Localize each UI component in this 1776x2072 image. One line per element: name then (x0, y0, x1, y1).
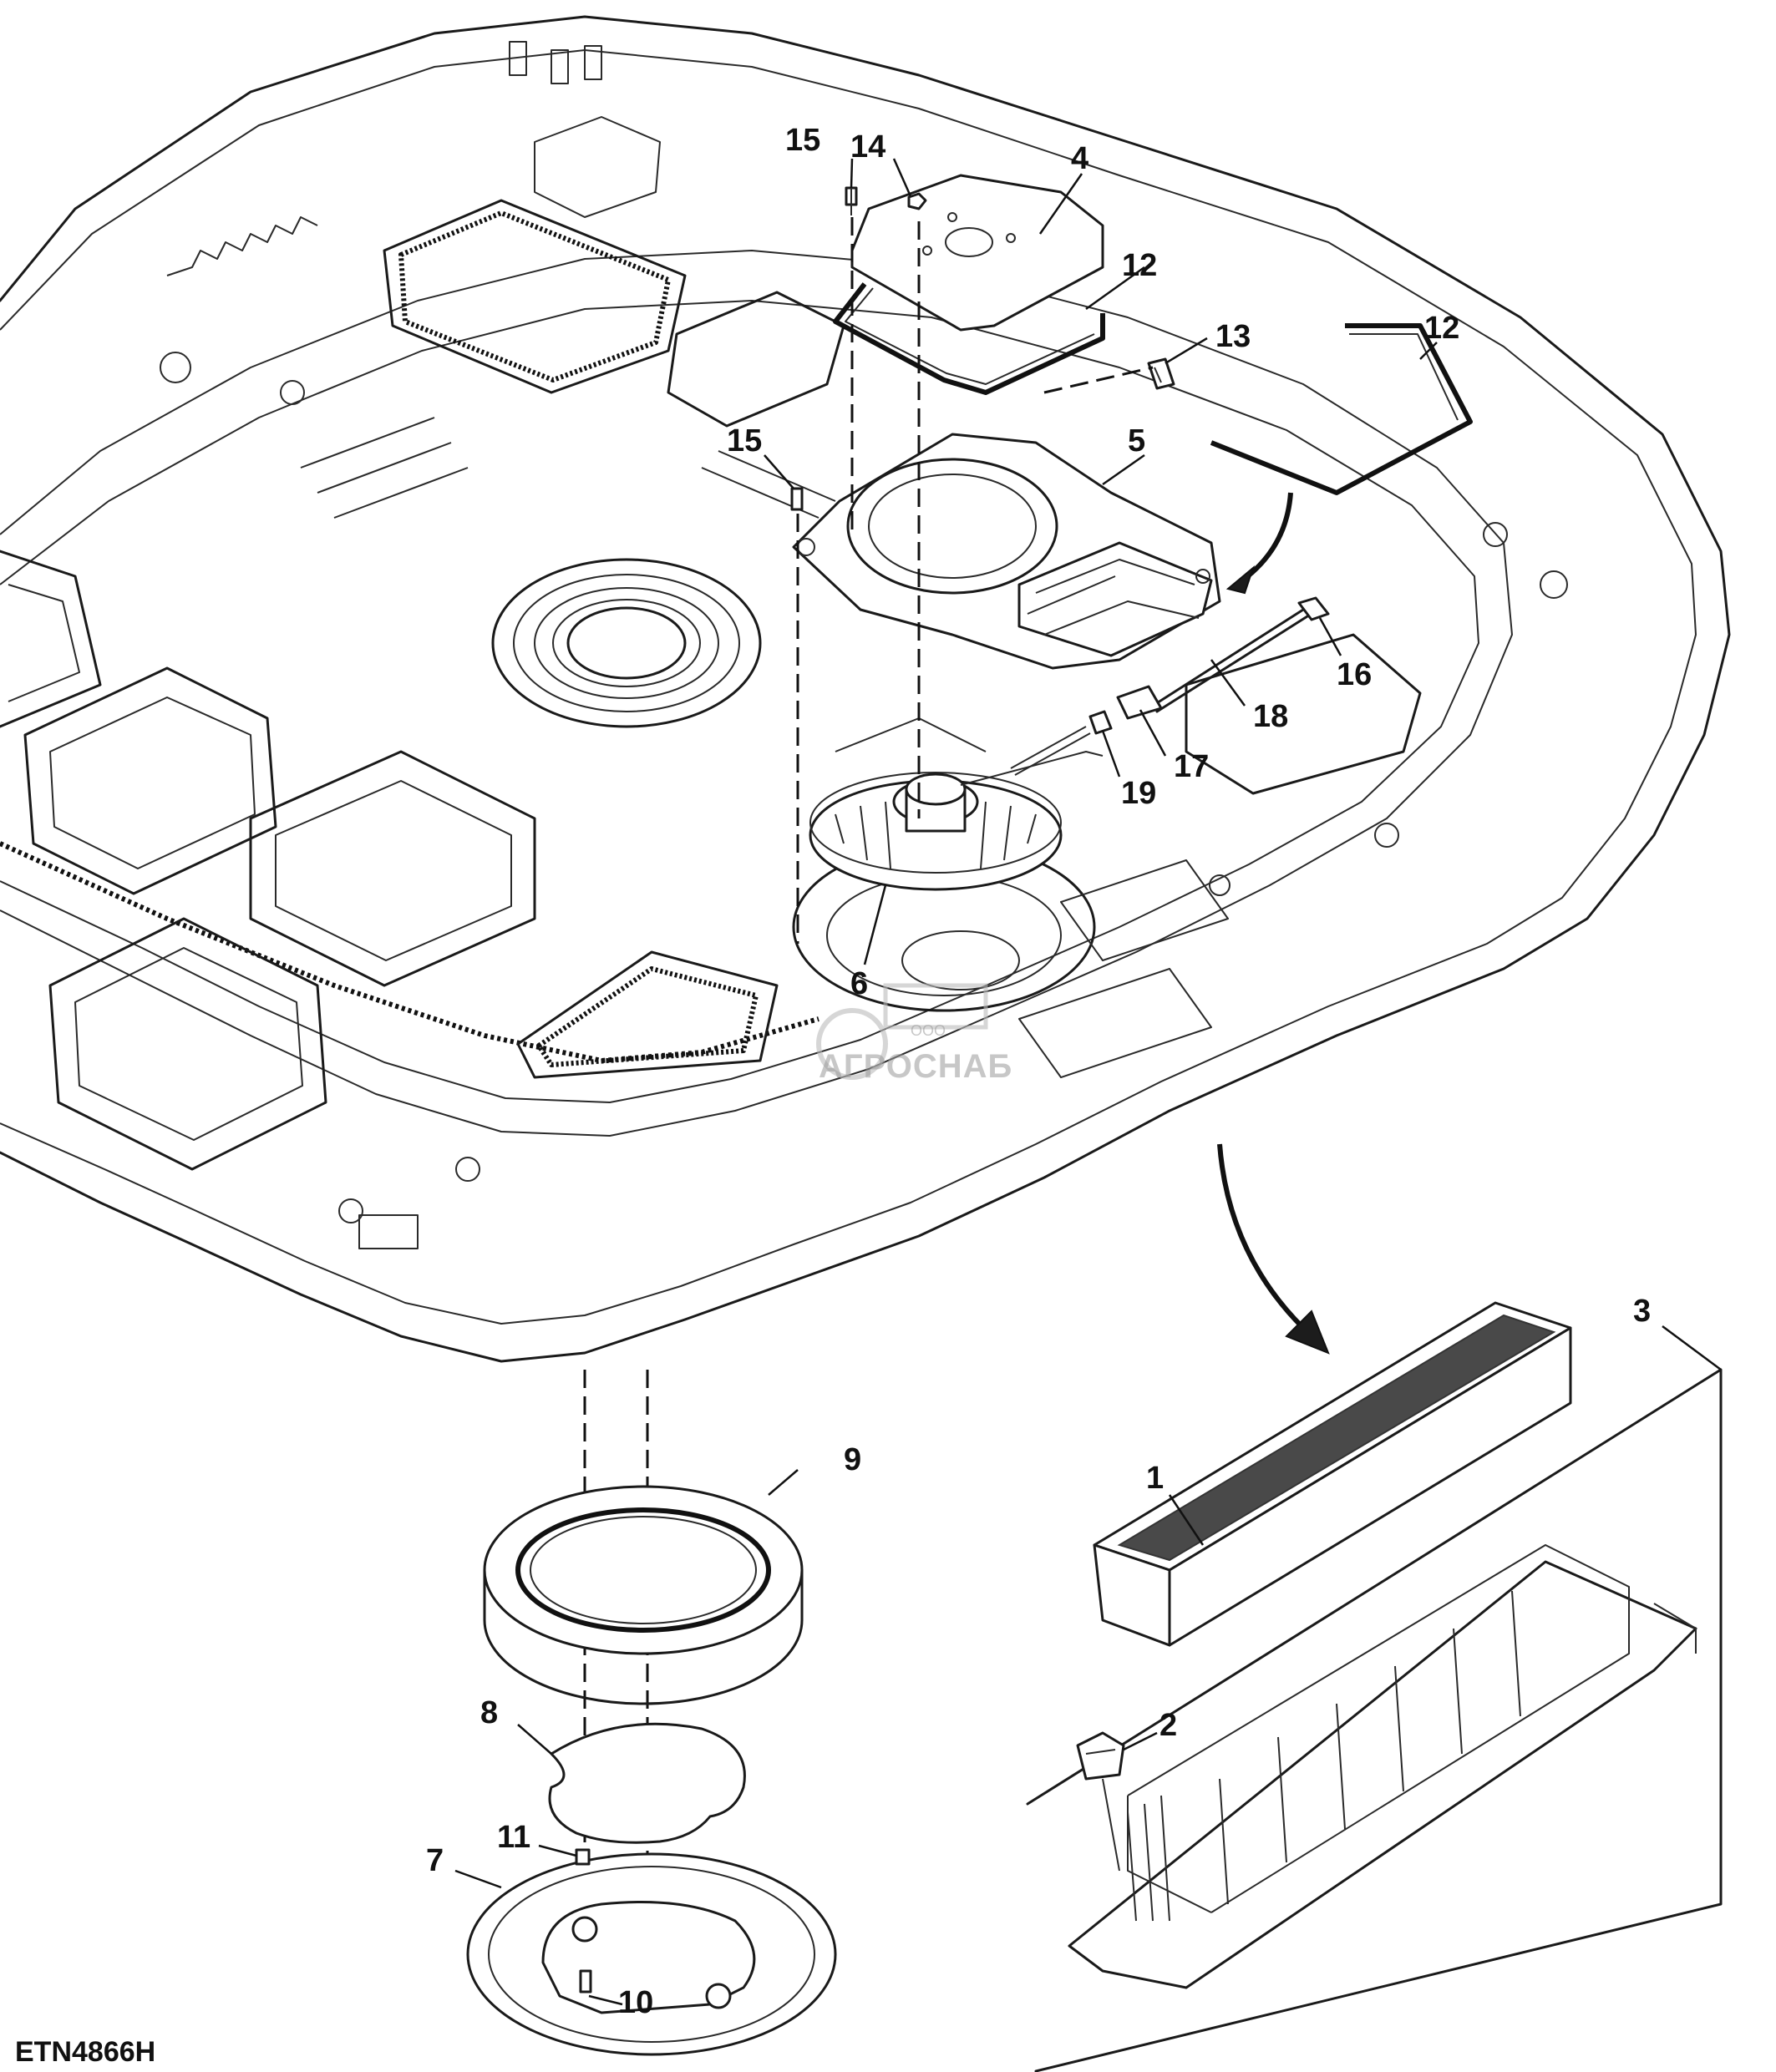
filter-housing-panel (1026, 1368, 1723, 2072)
watermark-prefix: ООО (911, 1022, 946, 1039)
callout-10: 10 (618, 1985, 653, 2020)
callout-18: 18 (1253, 699, 1288, 734)
watermark-text: АГРОСНАБ (819, 1048, 1012, 1085)
callout-4: 4 (1071, 141, 1088, 176)
callout-2: 2 (1159, 1708, 1177, 1743)
callout-15-lower: 15 (727, 423, 762, 458)
callout-13: 13 (1215, 319, 1251, 354)
callout-7: 7 (426, 1843, 444, 1878)
callout-16: 16 (1337, 657, 1372, 692)
seal-right (1210, 323, 1473, 495)
callout-14: 14 (850, 129, 885, 165)
leader-lines (454, 158, 1722, 2006)
callout-17: 17 (1174, 749, 1209, 784)
cab-roof-housing (0, 15, 1731, 1363)
callout-11: 11 (497, 1820, 530, 1855)
small-screw (575, 1848, 591, 1866)
callout-9: 9 (844, 1442, 861, 1477)
callout-12-right-seal: 12 (1424, 311, 1459, 346)
callout-15-upper: 15 (785, 123, 820, 158)
seal-under-cover (833, 282, 1105, 395)
callout-3: 3 (1633, 1294, 1651, 1329)
blower-housing (792, 433, 1221, 670)
callout-6: 6 (850, 966, 868, 1001)
disc (548, 1722, 746, 1844)
callout-5: 5 (1128, 423, 1145, 458)
grille (466, 1852, 837, 2056)
air-filter (1093, 1301, 1572, 1647)
screw-lower (790, 487, 804, 511)
figure-id: ETN4866H (15, 2036, 155, 2068)
watermark-logo (816, 983, 988, 1080)
cover-plate (850, 174, 1104, 332)
temperature-sensor (1076, 1731, 1125, 1872)
callout-8: 8 (480, 1695, 498, 1730)
callout-1: 1 (1146, 1461, 1164, 1496)
wire-harness (1010, 596, 1330, 776)
filter-ring (483, 1485, 804, 1705)
screw-upper (845, 186, 858, 215)
arrow-to-housing (1225, 492, 1293, 595)
blower-wheel (809, 751, 1104, 891)
callout-19: 19 (1121, 776, 1156, 811)
clip (1147, 357, 1175, 390)
arrow-to-filter (1217, 1143, 1330, 1355)
nut (907, 192, 927, 210)
callout-12-cover-seal: 12 (1122, 248, 1157, 283)
